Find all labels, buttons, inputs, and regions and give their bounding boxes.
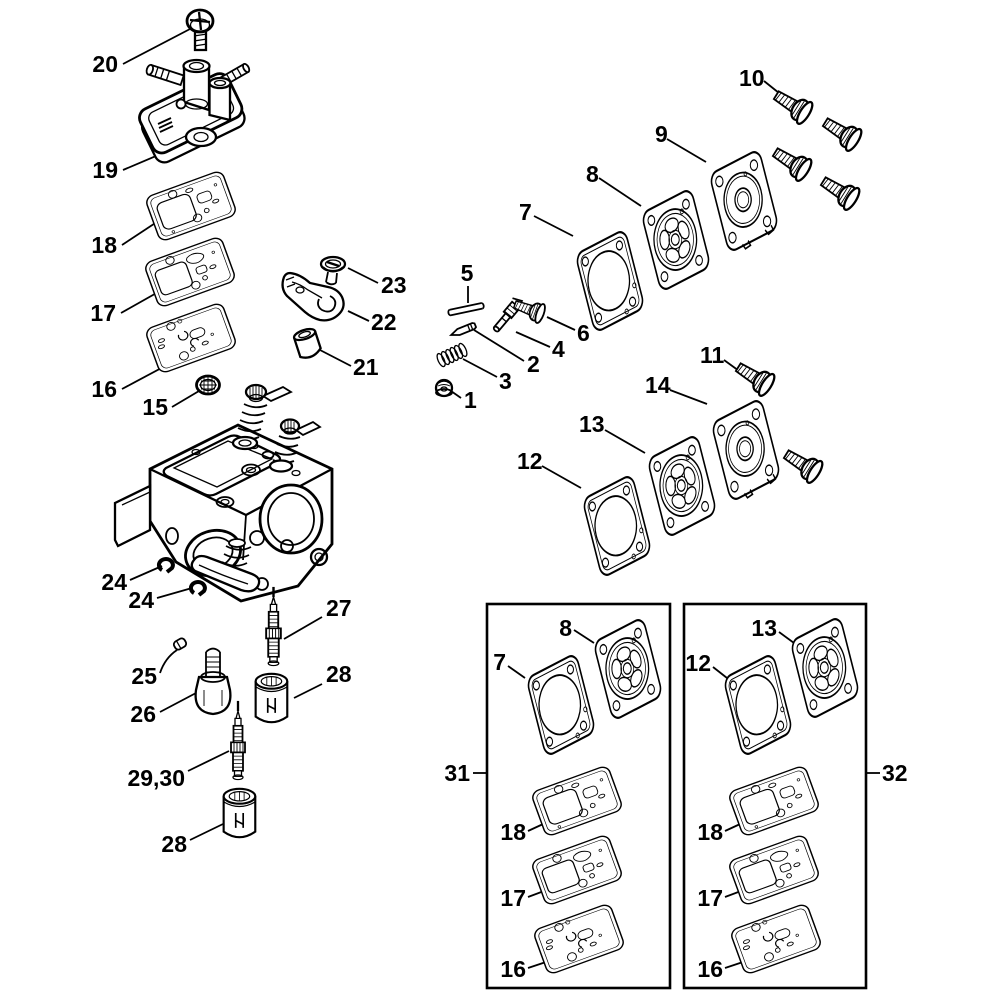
callout-18: 18 — [91, 232, 117, 258]
metering-lever-22 — [281, 271, 345, 322]
box31-callout-7: 7 — [493, 649, 506, 675]
spring-3 — [436, 342, 468, 368]
plug-1 — [434, 378, 454, 398]
screw-23 — [319, 255, 347, 286]
callout-31: 31 — [444, 760, 470, 786]
box32-callout-12: 12 — [685, 650, 711, 676]
callout-3: 3 — [499, 368, 512, 394]
pump-cover-19 — [138, 58, 251, 164]
callout-27: 27 — [326, 595, 352, 621]
callout-23: 23 — [381, 272, 407, 298]
pump-diaphragm-16 — [143, 301, 239, 375]
callout-2: 2 — [527, 351, 540, 377]
limiter-cap-28-b — [222, 787, 257, 839]
clip-24-b — [188, 580, 207, 597]
lever-pin-4 — [492, 297, 524, 333]
box32-callout-18: 18 — [697, 819, 723, 845]
pump-gasket-18 — [143, 169, 239, 243]
plug-25 — [172, 637, 188, 651]
fuel-nipple-left — [145, 63, 185, 87]
callout-5: 5 — [461, 260, 474, 286]
kit-box-32 — [682, 602, 868, 990]
callout-25: 25 — [131, 663, 157, 689]
inlet-needle-2 — [448, 322, 478, 336]
callout-10: 10 — [739, 65, 765, 91]
screws-10 — [767, 83, 866, 214]
kit32-diaphragm-17 — [726, 833, 822, 907]
clip-24-a — [156, 557, 175, 574]
callout-29-30: 29,30 — [127, 765, 185, 791]
limiter-cap-28-a — [254, 672, 289, 724]
kit32-diaphragm-13 — [789, 614, 861, 722]
box32-callout-13: 13 — [751, 615, 777, 641]
kit-31-contents — [525, 615, 664, 976]
kit31-diaphragm-16 — [531, 902, 627, 976]
callout-15: 15 — [142, 394, 168, 420]
kit-32-contents — [722, 614, 861, 976]
callout-19: 19 — [92, 157, 118, 183]
box32-callout-17: 17 — [697, 885, 723, 911]
box31-callout-17: 17 — [500, 885, 526, 911]
callout-22: 22 — [371, 309, 397, 335]
adjuster-tower-b — [268, 418, 322, 473]
carburetor-body — [113, 383, 334, 603]
callout-11: 11 — [700, 342, 725, 368]
cover-9 — [708, 147, 781, 258]
callout-13: 13 — [579, 411, 605, 437]
box31-callout-8: 8 — [559, 615, 572, 641]
kit31-gasket-7 — [525, 651, 597, 759]
kit32-gasket-18 — [726, 764, 822, 838]
fitting-cylinder-large — [182, 67, 211, 112]
throttle-spring — [220, 538, 252, 575]
callout-1: 1 — [464, 387, 477, 413]
fitting-cylinder-small — [208, 84, 232, 122]
callouts: 20 19 18 17 16 15 24 24 25 26 27 28 29,3… — [90, 51, 907, 982]
gasket-12 — [581, 472, 653, 580]
mounting-lug — [113, 484, 152, 548]
box32-callout-16: 16 — [697, 956, 723, 982]
callout-14: 14 — [645, 372, 671, 398]
callout-21: 21 — [353, 354, 379, 380]
kit31-diaphragm-8 — [592, 615, 664, 723]
diaphragm-8 — [640, 186, 712, 294]
callout-17: 17 — [90, 300, 116, 326]
needle-screw-29-30 — [229, 699, 247, 781]
kit32-gasket-12 — [722, 651, 794, 759]
kit32-diaphragm-16 — [728, 902, 824, 976]
inlet-screen-15 — [195, 374, 221, 396]
cap-26 — [194, 647, 232, 716]
pump-cover-embossing — [157, 117, 174, 133]
cover-14 — [710, 396, 783, 507]
box31-callout-18: 18 — [500, 819, 526, 845]
callout-12: 12 — [517, 448, 543, 474]
callout-20: 20 — [92, 51, 118, 77]
pump-diaphragm-17 — [142, 235, 238, 309]
kit31-gasket-18 — [529, 764, 625, 838]
kit31-diaphragm-17 — [529, 833, 625, 907]
adjuster-tower-a — [231, 383, 293, 451]
callout-6: 6 — [577, 320, 590, 346]
needle-screw-27 — [264, 585, 283, 667]
callout-26: 26 — [130, 701, 156, 727]
callout-24-b: 24 — [128, 587, 154, 613]
sleeve-21 — [292, 327, 322, 359]
callout-28-a: 28 — [326, 661, 352, 687]
callout-28-b: 28 — [161, 831, 187, 857]
callout-32: 32 — [882, 760, 908, 786]
box31-callout-16: 16 — [500, 956, 526, 982]
callout-8: 8 — [586, 161, 599, 187]
callout-16: 16 — [91, 376, 117, 402]
callout-7: 7 — [519, 199, 532, 225]
callout-4: 4 — [552, 336, 565, 362]
kit-box-31 — [485, 602, 672, 990]
callout-24-a: 24 — [101, 569, 127, 595]
venturi-bore — [258, 483, 324, 555]
screw-20 — [185, 8, 215, 52]
diaphragm-13 — [646, 432, 718, 540]
pin-5 — [447, 302, 485, 317]
callout-9: 9 — [655, 121, 668, 147]
gasket-7 — [574, 227, 646, 335]
